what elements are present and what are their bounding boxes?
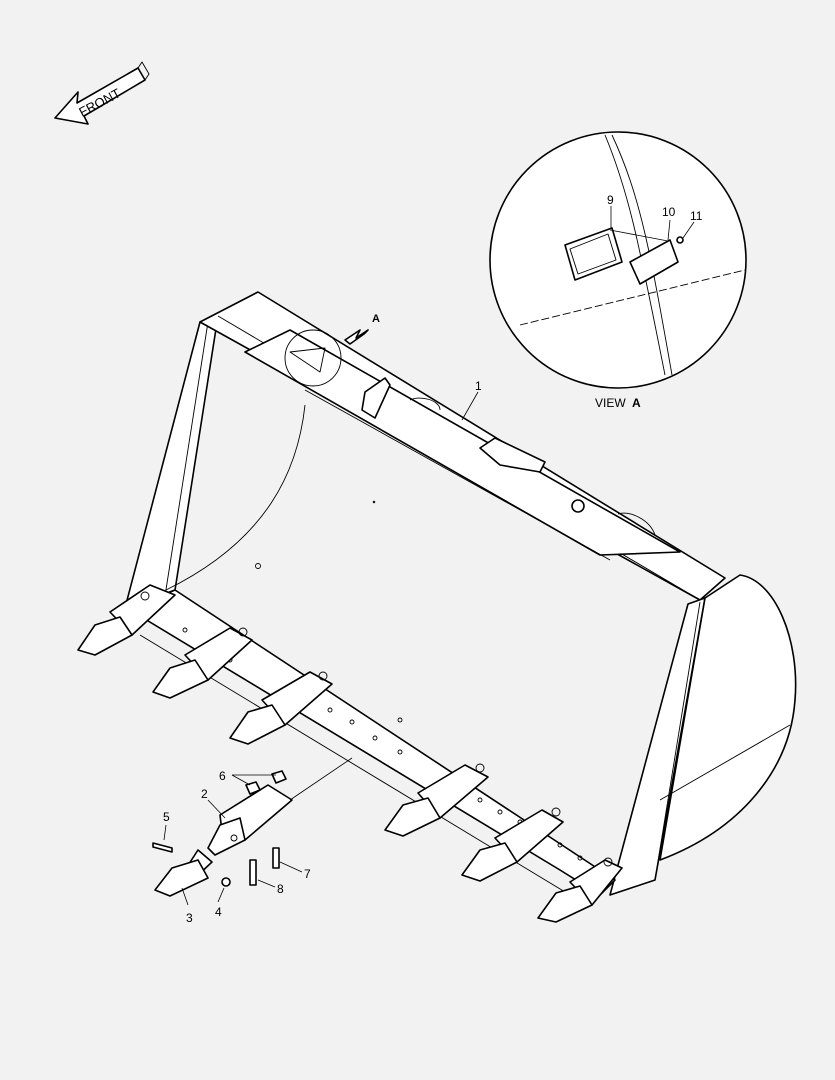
tooth-6 [537, 857, 623, 923]
callout-2: 2 [201, 787, 208, 801]
callout-3: 3 [186, 911, 193, 925]
retainer [221, 877, 231, 887]
exploded-tooth-assembly [152, 757, 353, 897]
view-caption-prefix: VIEW [595, 396, 626, 410]
callout-1: 1 [475, 379, 482, 393]
view-caption-letter: A [632, 396, 641, 410]
callout-7: 7 [304, 867, 311, 881]
callout-9: 9 [607, 193, 614, 207]
callout-11: 11 [690, 209, 703, 223]
view-a-marker: A [284, 313, 380, 387]
tooth-1 [77, 584, 176, 656]
callout-4: 4 [215, 905, 222, 919]
bucket-body [124, 291, 797, 899]
callout-5: 5 [163, 810, 170, 824]
tooth-3 [229, 671, 333, 745]
view-a-letter: A [372, 313, 380, 325]
plate-10 [629, 239, 679, 285]
bucket-teeth [77, 584, 623, 923]
callout-10: 10 [662, 205, 676, 219]
plate-9 [564, 227, 623, 281]
callout-6: 6 [219, 769, 226, 783]
tooth-2 [152, 627, 253, 699]
callout-8: 8 [277, 882, 284, 896]
bolts [249, 847, 280, 886]
screw-11 [676, 236, 684, 244]
view-a-detail [489, 131, 747, 389]
tooth-4 [384, 763, 489, 837]
callouts: 1 2 3 4 5 6 7 8 9 10 11 [163, 193, 703, 925]
pin [152, 842, 173, 853]
tooth-5 [461, 807, 564, 882]
front-arrow: FRONT [54, 61, 150, 125]
